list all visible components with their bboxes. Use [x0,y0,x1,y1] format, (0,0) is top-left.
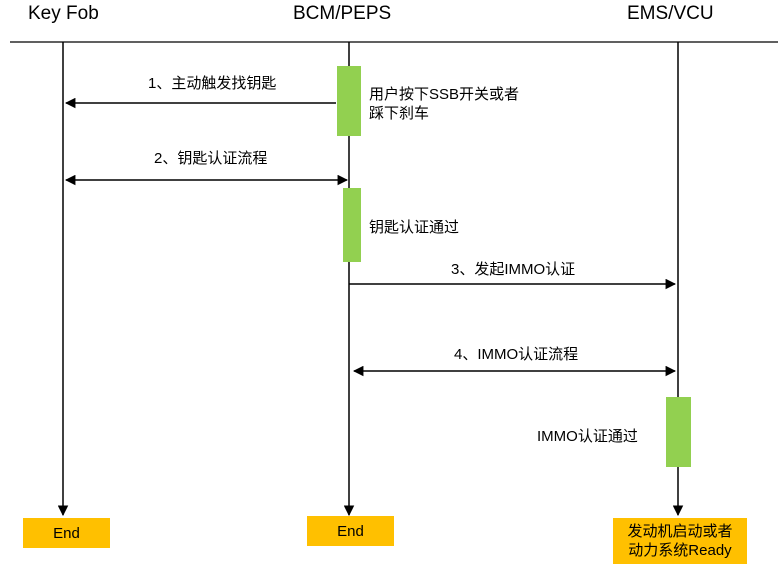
activation-bar-bcm-2 [343,188,361,262]
actor-key-fob: Key Fob [28,3,99,24]
end-box-ems-vcu: 发动机启动或者 动力系统Ready [613,518,747,564]
message-label-2: 2、钥匙认证流程 [154,150,268,167]
actor-bcm-peps: BCM/PEPS [293,3,392,24]
message-label-4: 4、IMMO认证流程 [454,346,579,363]
note-key-auth-pass: 钥匙认证通过 [369,219,460,236]
note-press-ssb: 用户按下SSB开关或者 踩下刹车 [369,86,520,122]
note-immo-auth-pass: IMMO认证通过 [537,428,638,445]
message-label-1: 1、主动触发找钥匙 [148,75,277,92]
actor-ems-vcu: EMS/VCU [627,3,714,24]
activation-bar-bcm-1 [337,66,361,136]
activation-bar-ems [666,397,691,467]
message-label-3: 3、发起IMMO认证 [451,261,576,278]
end-box-bcm-peps: End [307,516,394,546]
end-box-key-fob: End [23,518,110,548]
